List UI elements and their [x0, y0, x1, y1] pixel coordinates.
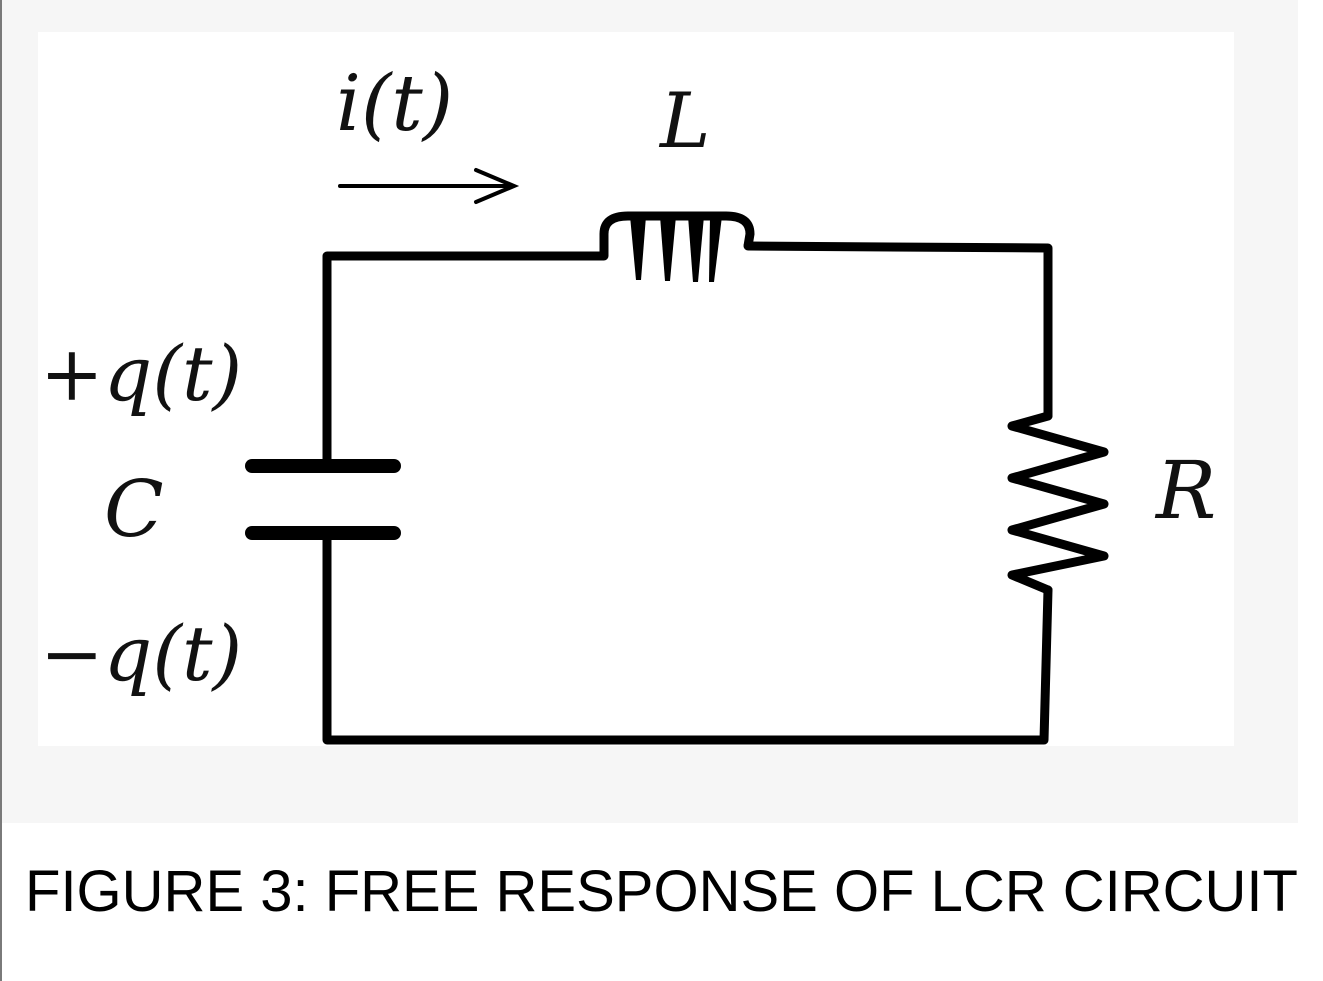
- diagram-area: [38, 32, 1234, 746]
- charge-positive-label: +q(t): [40, 329, 242, 418]
- figure-panel: [2, 0, 1298, 823]
- wire-left-upper: [322, 251, 609, 471]
- figure-caption: FIGURE 3: FREE RESPONSE OF LCR CIRCUIT: [25, 859, 1298, 924]
- capacitor-symbol: [245, 459, 401, 540]
- resistor-label: R: [1154, 444, 1216, 537]
- wire-bottom: [322, 528, 1053, 745]
- capacitor-label: C: [104, 465, 164, 555]
- wire-top-right: [743, 241, 1053, 421]
- resistor-symbol: [1007, 411, 1109, 595]
- current-arrow-icon: [338, 168, 520, 204]
- inductor-symbol: [599, 211, 755, 282]
- inductor-label: L: [658, 76, 710, 165]
- lcr-circuit-diagram: i(t) L +q(t) C −q(t) R: [40, 59, 1216, 745]
- charge-negative-label: −q(t): [40, 609, 242, 698]
- current-label: i(t): [336, 59, 453, 149]
- left-border-rule: [0, 0, 2, 981]
